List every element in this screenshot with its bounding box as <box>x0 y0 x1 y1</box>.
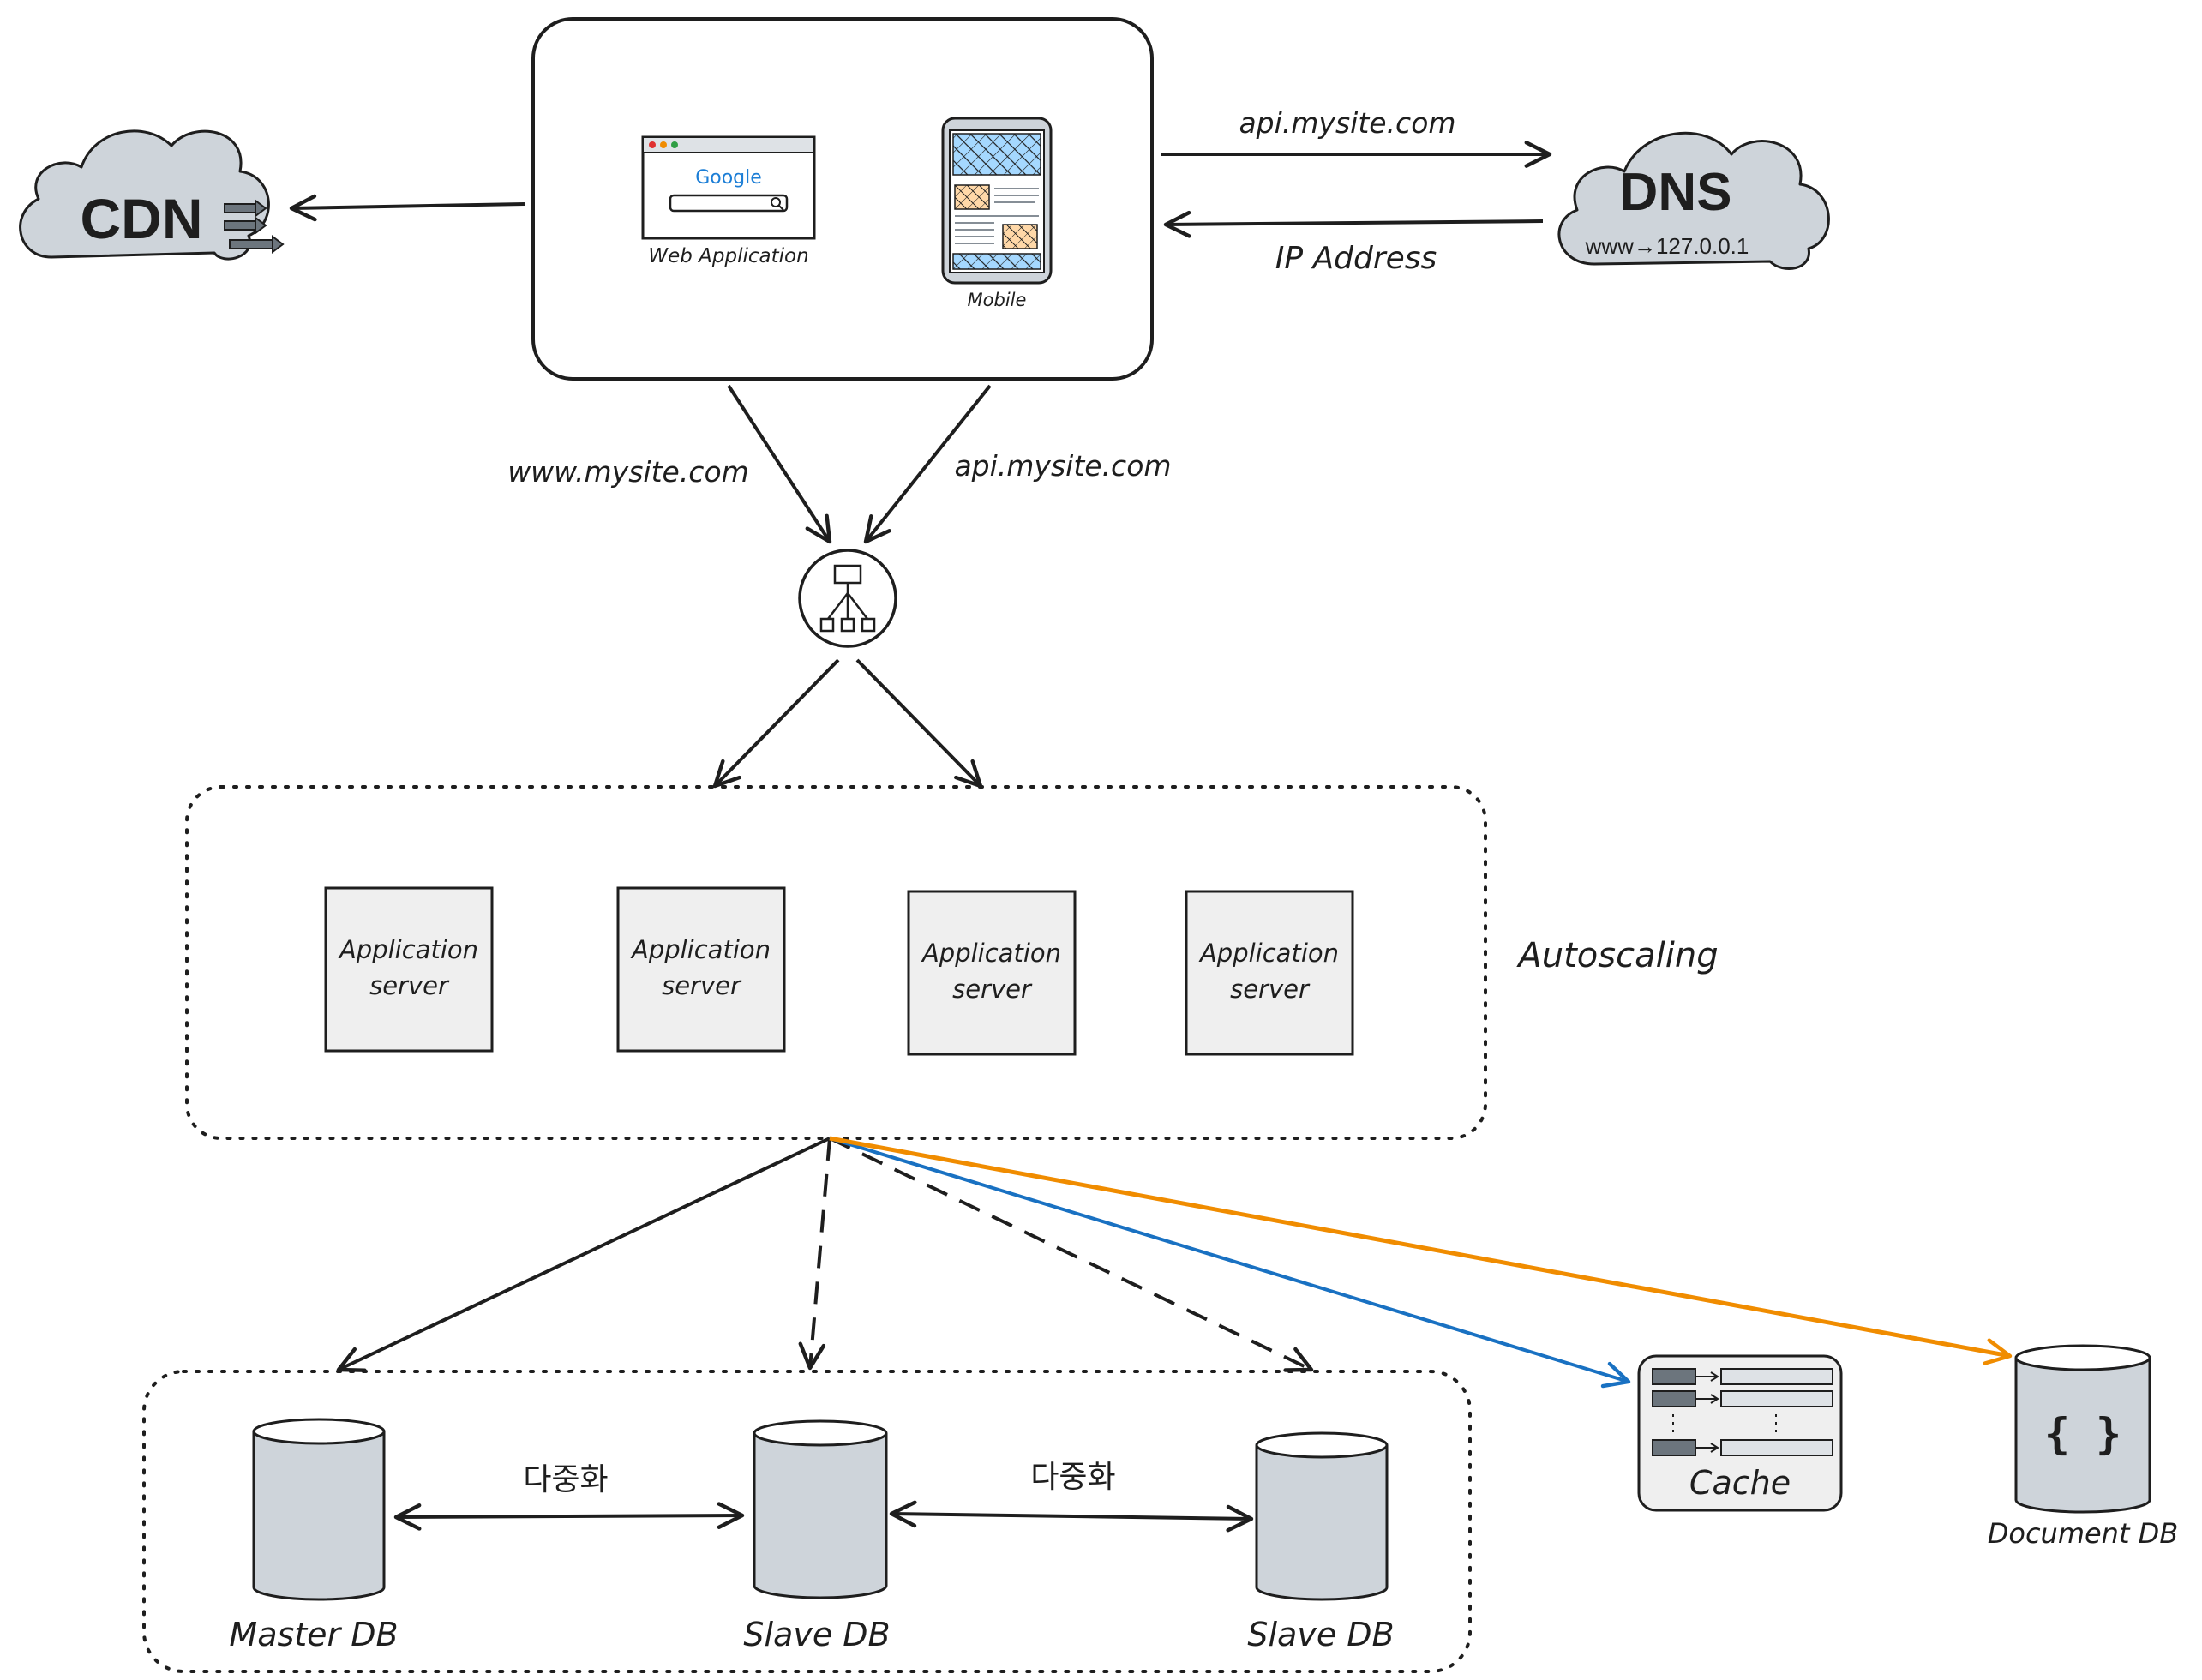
servers-to-master-arrow <box>336 1137 831 1372</box>
server-label-line1: Application <box>338 935 478 964</box>
json-braces-icon: { } <box>2044 1409 2121 1459</box>
autoscaling-label: Autoscaling <box>1515 936 1718 975</box>
slave-db-1-label: Slave DB <box>743 1616 890 1653</box>
cdn-label: CDN <box>81 187 203 250</box>
dns-to-client-arrow <box>1163 210 1544 238</box>
search-icon <box>771 197 784 211</box>
client-to-cdn-arrow <box>289 194 525 222</box>
web-application-label: Web Application <box>648 245 808 267</box>
slave-db-2-label: Slave DB <box>1247 1616 1394 1653</box>
dns-record: www→127.0.0.1 <box>1585 233 1749 259</box>
dns-label: DNS <box>1620 163 1732 222</box>
cache-box: Cache <box>1637 1354 1843 1512</box>
api-to-lb-label: api.mysite.com <box>954 449 1171 483</box>
servers-to-document-db-arrow <box>829 1136 2013 1365</box>
web-to-lb-label: www.mysite.com <box>507 455 749 489</box>
application-server: Application server <box>616 886 786 1053</box>
close-dot-icon <box>649 141 656 148</box>
dns-cloud: DNS www→127.0.0.1 <box>1557 131 1830 270</box>
api-to-lb-arrow <box>863 384 992 544</box>
autoscaling-group <box>185 785 1487 1140</box>
cdn-cloud: CDN <box>19 129 285 261</box>
mobile-label: Mobile <box>968 290 1027 310</box>
dns-to-client-label: IP Address <box>1275 241 1437 276</box>
lb-to-servers-left-arrow <box>712 658 840 789</box>
document-db-label: Document DB <box>1988 1517 2179 1550</box>
application-server: Application server <box>1185 890 1354 1056</box>
replication-label-2: 다중화 <box>1030 1459 1115 1494</box>
slave-db-1-cylinder <box>753 1419 888 1599</box>
mobile-text-lines <box>955 188 1039 244</box>
web-application-browser: Google Web Application <box>641 135 816 267</box>
replication-arrow-2 <box>889 1500 1254 1533</box>
mobile-banner-image <box>952 133 1041 176</box>
server-label-line1: Application <box>1198 939 1339 968</box>
client-to-dns-label: api.mysite.com <box>1239 106 1455 140</box>
application-server: Application server <box>324 886 494 1053</box>
servers-to-slave2-arrow <box>829 1137 1314 1372</box>
load-balancer-icon <box>798 549 897 648</box>
master-db-cylinder <box>252 1418 386 1601</box>
mobile-image-left <box>954 184 990 210</box>
mobile-image-right <box>1002 224 1038 249</box>
lb-to-servers-right-arrow <box>855 658 983 789</box>
mobile-footer-image <box>952 253 1041 270</box>
client-container <box>531 17 1154 381</box>
mobile-device: Mobile <box>941 117 1053 310</box>
servers-to-cache-arrow <box>829 1137 1631 1389</box>
server-label-line2: server <box>952 975 1033 1004</box>
replication-label-1: 다중화 <box>523 1461 608 1497</box>
application-server: Application server <box>907 890 1077 1056</box>
search-brand: Google <box>695 167 762 189</box>
document-db-cylinder: { } <box>2014 1344 2151 1514</box>
maximize-dot-icon <box>671 141 678 148</box>
server-label-line2: server <box>369 971 450 1000</box>
minimize-dot-icon <box>660 141 667 148</box>
servers-to-slave1-arrow <box>798 1137 831 1371</box>
replication-arrow-1 <box>393 1502 745 1531</box>
database-cluster-group <box>142 1370 1472 1673</box>
web-to-lb-arrow <box>727 384 832 544</box>
browser-search-box <box>669 194 789 213</box>
server-label-line2: server <box>662 971 742 1000</box>
cdn-stream-icon <box>224 199 285 254</box>
server-label-line2: server <box>1230 975 1311 1004</box>
server-label-line1: Application <box>921 939 1061 968</box>
cache-table-icon <box>1652 1368 1833 1456</box>
master-db-label: Master DB <box>229 1616 398 1653</box>
slave-db-2-cylinder <box>1255 1431 1389 1601</box>
cache-label: Cache <box>1689 1464 1791 1502</box>
server-label-line1: Application <box>630 935 771 964</box>
